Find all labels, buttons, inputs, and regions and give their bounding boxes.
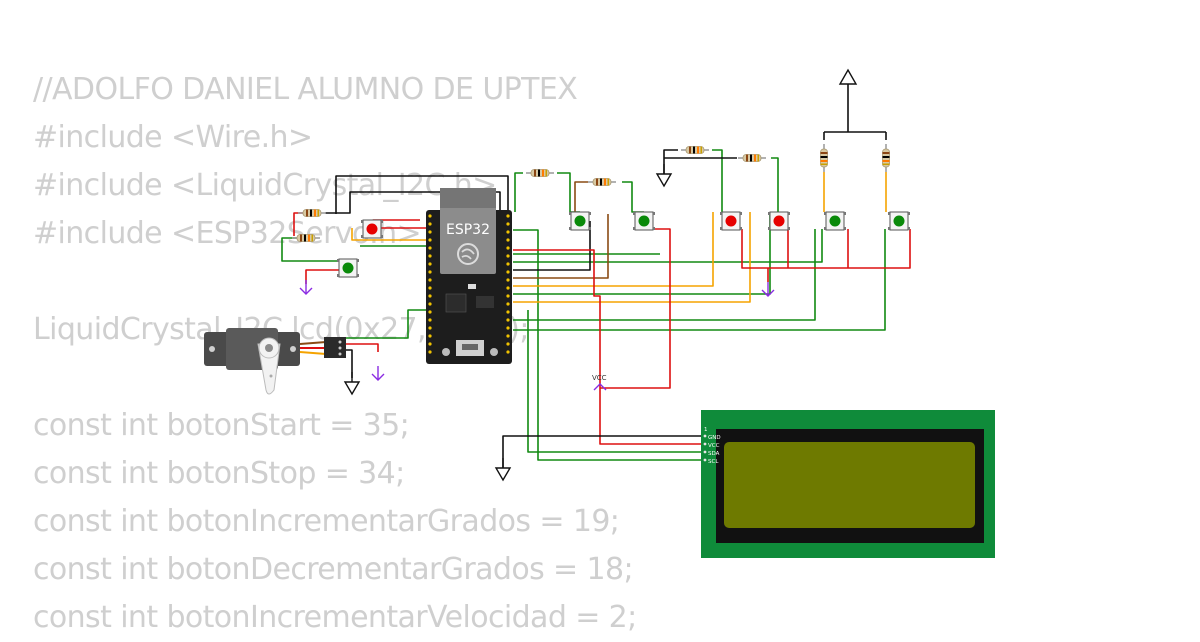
ground-icon <box>656 163 672 187</box>
resistor <box>680 145 710 155</box>
ground-icon <box>344 371 360 395</box>
ground-icon <box>495 457 511 481</box>
board-pins <box>428 214 510 354</box>
resistor <box>737 153 767 163</box>
svg-text:GND: GND <box>708 435 721 441</box>
vcc-arrow-icon <box>299 279 313 295</box>
code-line: const int botonIncrementarGrados = 19; <box>33 504 620 539</box>
svg-text:SDA: SDA <box>708 451 720 457</box>
push-button-green[interactable] <box>887 211 911 231</box>
code-line: const int botonStart = 35; <box>33 408 410 443</box>
svg-text:VCC: VCC <box>708 443 720 449</box>
resistor <box>525 168 555 178</box>
svg-text:SCL: SCL <box>708 459 719 465</box>
servo-motor[interactable] <box>204 328 346 395</box>
resistor <box>587 177 617 187</box>
vcc-label: VCC <box>592 374 607 382</box>
code-line: const int botonDecrementarGrados = 18; <box>33 552 634 587</box>
resistor <box>291 233 321 243</box>
push-button-green[interactable] <box>568 211 592 231</box>
push-button-red[interactable] <box>719 211 743 231</box>
resistor <box>297 208 327 218</box>
code-line: const int botonStop = 34; <box>33 456 405 491</box>
code-line: //ADOLFO DANIEL ALUMNO DE UPTEX <box>33 72 578 107</box>
svg-text:1: 1 <box>704 427 708 433</box>
lcd-display[interactable]: 1 GND VCC SDA SCL <box>701 410 995 558</box>
vcc-arrow-icon <box>371 365 385 381</box>
resistor <box>881 143 891 173</box>
push-button-green[interactable] <box>336 258 360 278</box>
code-line: #include <Wire.h> <box>33 120 313 155</box>
power-symbols: VCC <box>299 68 858 481</box>
espressif-logo-icon <box>457 243 479 265</box>
code-line: const int botonIncrementarVelocidad = 2; <box>33 600 637 635</box>
board-label: ESP32 <box>446 222 490 238</box>
push-button-red[interactable] <box>360 219 384 239</box>
vcc-triangle-icon <box>838 68 858 85</box>
push-button-red[interactable] <box>767 211 791 231</box>
esp32-board[interactable]: ESP32 <box>426 188 512 364</box>
code-background: //ADOLFO DANIEL ALUMNO DE UPTEX #include … <box>33 66 637 642</box>
push-button-green[interactable] <box>632 211 656 231</box>
resistor <box>819 143 829 173</box>
push-button-green[interactable] <box>823 211 847 231</box>
lcd-pins: 1 GND VCC SDA SCL <box>704 427 721 465</box>
vcc-arrow-icon <box>593 383 607 391</box>
